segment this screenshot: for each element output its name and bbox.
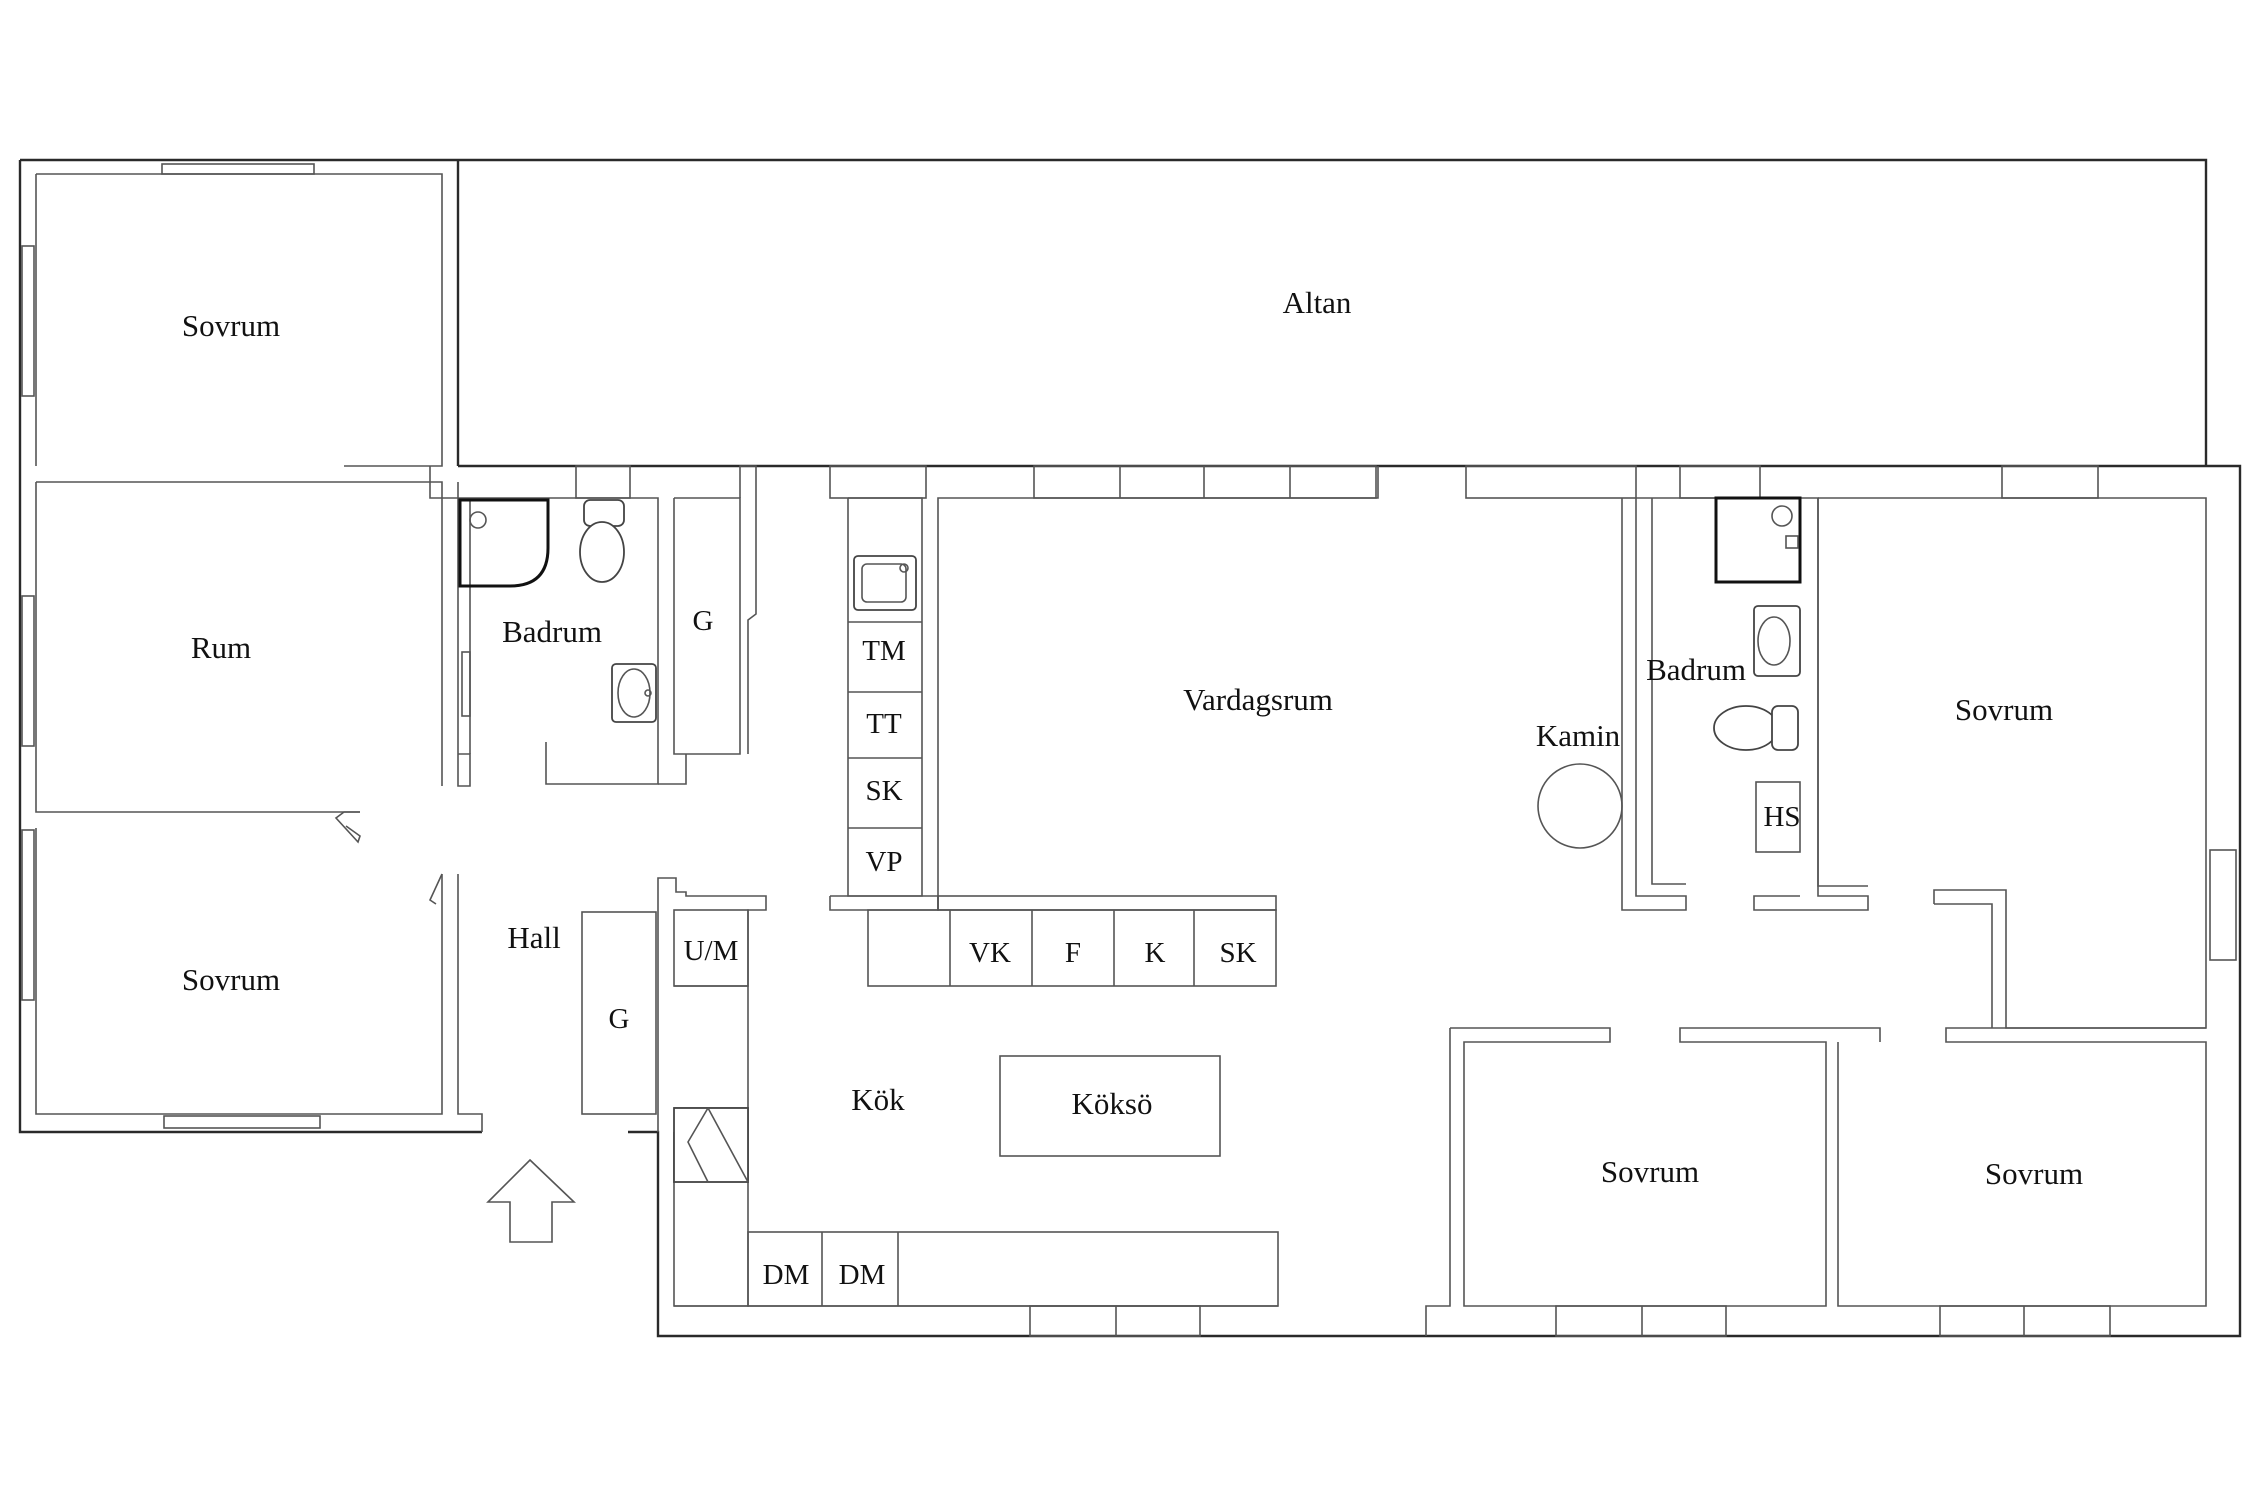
fixture-label-g-hall: G [609, 1003, 630, 1035]
fixture-label-vk: VK [969, 937, 1011, 969]
fixture-label-k: K [1145, 937, 1166, 969]
right-bedroom-walls [1817, 465, 2237, 1029]
chimney-icon [673, 1107, 749, 1183]
fixture-label-sk-row: SK [1219, 937, 1256, 969]
toilet-icon [579, 499, 625, 583]
room-label-sovrum-right: Sovrum [1955, 692, 2053, 727]
room-label-hall: Hall [507, 920, 560, 955]
sink-icon [853, 555, 917, 611]
bottom-bedroom-walls [1425, 1027, 2207, 1337]
g-closet-upper [658, 465, 757, 785]
fixture-label-tt: TT [866, 708, 902, 740]
entrance-arrow-icon [486, 1158, 576, 1243]
toilet-icon [1713, 705, 1799, 751]
hall-kitchen-walls [334, 811, 1279, 1337]
room-label-kok: Kök [851, 1082, 905, 1117]
right-bathroom [1636, 465, 1869, 911]
room-label-koksö: Köksö [1072, 1086, 1153, 1121]
room-label-badrum-left: Badrum [502, 614, 602, 649]
fixture-label-dm-2: DM [839, 1259, 886, 1291]
sink-icon [1753, 605, 1801, 677]
room-label-sovrum-bottom-mid: Sovrum [1601, 1154, 1699, 1189]
fixture-label-tm: TM [862, 635, 906, 667]
room-label-sovrum-bottom-left: Sovrum [182, 962, 280, 997]
fixture-label-f: F [1065, 937, 1081, 969]
room-label-kamin: Kamin [1536, 718, 1621, 753]
room-label-rum: Rum [191, 630, 251, 665]
fixture-label-sk-column: SK [865, 775, 902, 807]
shower-icon [458, 498, 550, 588]
fireplace-circle-icon [1537, 763, 1623, 849]
shower-icon [1714, 496, 1802, 584]
outer-walls [18, 158, 2242, 1338]
fixture-label-dm-1: DM [763, 1259, 810, 1291]
room-label-altan: Altan [1283, 285, 1352, 320]
living-room-walls [937, 465, 1687, 911]
kitchen-column [829, 465, 939, 911]
sink-icon [611, 663, 657, 723]
room-label-vardagsrum: Vardagsrum [1183, 682, 1333, 717]
fixture-label-hs: HS [1763, 801, 1800, 833]
room-label-badrum-right: Badrum [1646, 652, 1746, 687]
fixture-label-vp: VP [865, 846, 902, 878]
room-label-sovrum-bottom-right: Sovrum [1985, 1156, 2083, 1191]
kitchen-counter-row [867, 895, 1277, 987]
room-label-sovrum-top-left: Sovrum [182, 308, 280, 343]
fixture-label-g-upper: G [693, 605, 714, 637]
fixture-label-um: U/M [684, 935, 739, 967]
left-bathroom [429, 465, 659, 785]
